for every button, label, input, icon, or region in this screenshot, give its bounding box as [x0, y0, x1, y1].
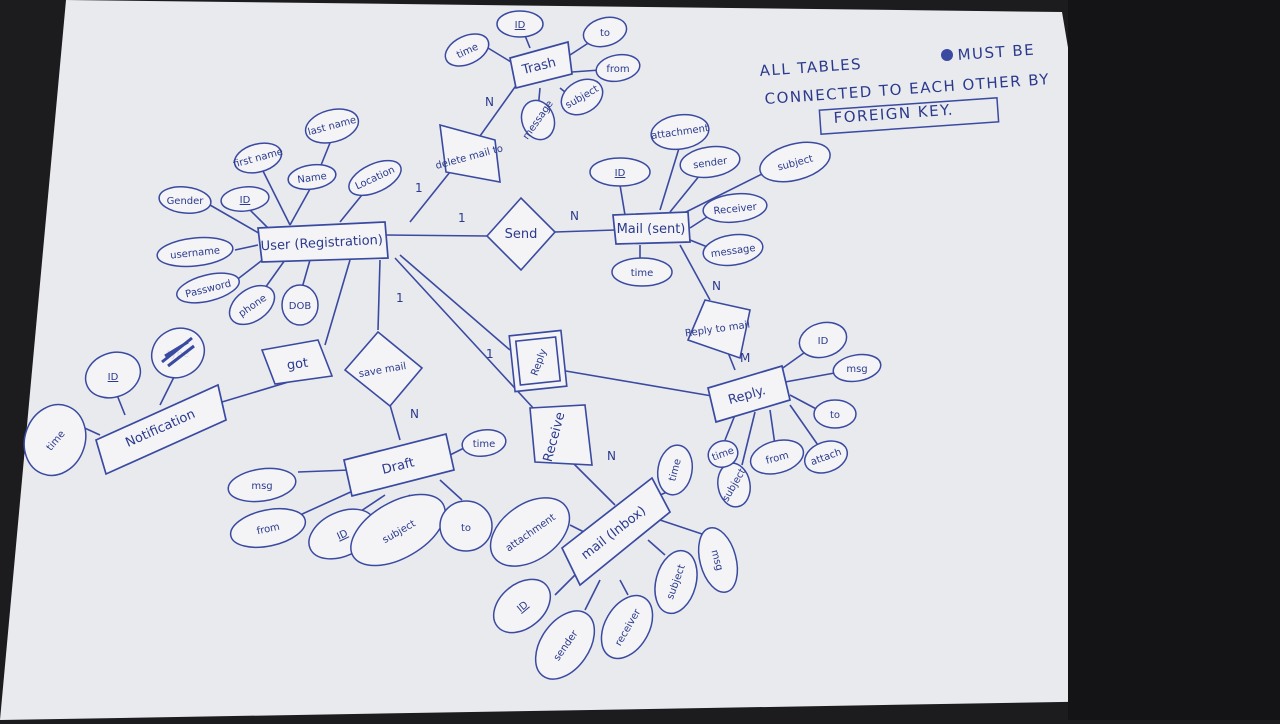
entity-user-label: User (Registration) [260, 233, 383, 254]
attributes-mail-sent: ID attachment sender subject Receiver me… [589, 113, 831, 287]
attr-user-id: ID [240, 195, 251, 206]
relationship-reply-to-mail: Reply to mail [684, 299, 751, 360]
cardinality-labels: 1 N 1 N N M 1 1 N N [396, 95, 750, 463]
card-user-send: 1 [458, 211, 466, 225]
scribble-dot [941, 49, 953, 61]
relationship-send-label: Send [505, 227, 538, 242]
dark-background [1068, 0, 1280, 720]
attr-inbox-msg: msg [708, 549, 724, 572]
attr-user-gender: Gender [167, 196, 205, 207]
attr-mail-sent-receiver: Receiver [713, 202, 758, 218]
entity-mail-sent-label: Mail (sent) [617, 222, 686, 237]
card-user-reply: 1 [486, 347, 494, 361]
attr-draft-msg: msg [251, 481, 272, 492]
attr-draft-to: to [461, 523, 471, 534]
relationship-save-mail: save mail [343, 330, 424, 408]
entity-draft: Draft [342, 432, 456, 498]
attributes-reply: ID msg to attach from subject time [707, 321, 882, 508]
note-box [818, 97, 1000, 135]
relationship-send: Send [485, 196, 557, 272]
card-user-save: 1 [396, 291, 404, 305]
card-replyto-reply: M [740, 351, 750, 365]
attributes-notification: ID type time [23, 327, 206, 477]
attr-user-username: username [170, 245, 221, 261]
attributes-user: first name last name Name Location ID Ge… [156, 108, 402, 326]
card-mail-replyto: N [712, 279, 721, 293]
attr-trash-id: ID [515, 20, 526, 31]
attr-mail-sent-id: ID [615, 168, 626, 179]
attr-mail-sent-sender: sender [692, 156, 728, 172]
entity-reply: Reply. [706, 364, 792, 424]
entity-user: User (Registration) [257, 221, 389, 263]
attr-notification-type: type [167, 349, 189, 360]
attr-user-name: Name [297, 171, 328, 186]
relationship-got: got [260, 339, 334, 385]
relationship-receive: Receive [529, 404, 593, 466]
attr-reply-to: to [830, 410, 840, 421]
attr-trash-from: from [606, 64, 629, 75]
attr-draft-time: time [473, 439, 496, 450]
relationship-reply: Reply [508, 329, 568, 393]
attr-reply-id: ID [818, 336, 829, 347]
entity-mail-sent: Mail (sent) [612, 211, 691, 245]
relationship-delete: delete mail to [434, 123, 504, 183]
card-user-delete: 1 [415, 181, 423, 195]
attr-mail-sent-time: time [631, 268, 654, 279]
attributes-draft: msg time from ID subject to [227, 429, 507, 567]
card-send-mail: N [570, 209, 579, 223]
attr-trash-to: to [600, 28, 610, 39]
card-save-draft: N [410, 407, 419, 421]
attr-draft-from: from [256, 522, 281, 538]
attr-user-dob: DOB [289, 301, 312, 312]
entity-notification: Notification [94, 383, 227, 476]
card-receive-inbox: N [607, 449, 616, 463]
attr-draft-id: ID [335, 528, 350, 543]
attributes-trash: time ID to from message subject [444, 10, 641, 142]
attributes-mail-inbox: time attachment ID sender receiver subje… [489, 444, 739, 680]
attr-notification-id: ID [108, 372, 119, 383]
relationship-got-label: got [286, 356, 309, 374]
scribble-mark [161, 336, 195, 368]
entity-trash: Trash [509, 40, 573, 90]
note-line1b: MUST BE [957, 41, 1036, 64]
card-delete-trash: N [485, 95, 494, 109]
attr-reply-msg: msg [846, 364, 867, 375]
